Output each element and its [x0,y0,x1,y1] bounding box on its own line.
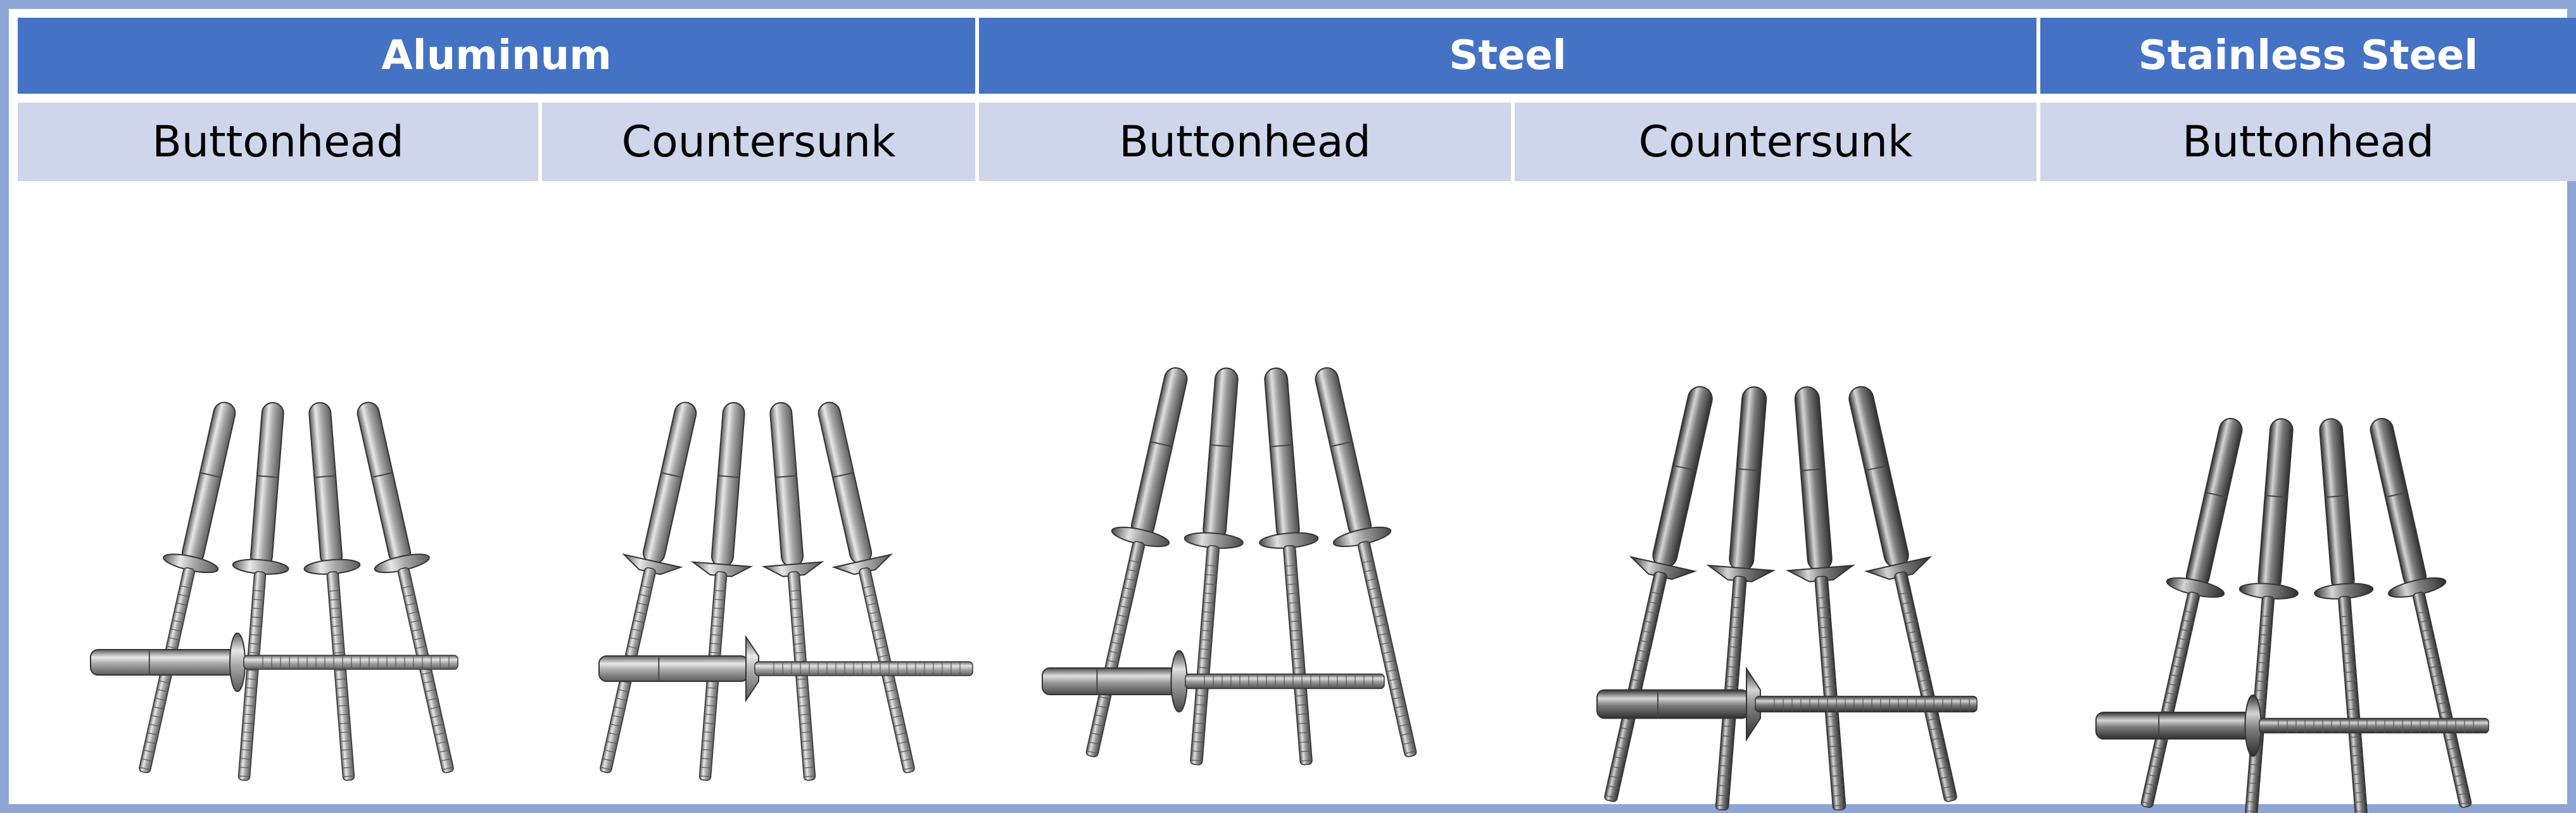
steel-buttonhead-rivets-image [979,181,1511,813]
rivet-fan-item [1706,386,1776,810]
column-divider [975,18,979,94]
rivet-fan-item [1785,386,1855,810]
type-label: Buttonhead [2182,117,2434,167]
rivet-illustration [598,401,973,781]
column-divider [538,103,542,181]
column-divider [1511,103,1515,181]
rivet-fan-item [139,401,236,774]
rivet-fan-item [600,401,697,774]
type-header-steel-buttonhead: Buttonhead [979,103,1511,181]
rivet-fan-item [2370,418,2472,808]
rivet-fan-item [357,401,454,774]
aluminum-buttonhead-rivets-image [18,181,538,813]
steel-countersunk-rivets-image [1515,181,2036,813]
type-label: Buttonhead [1119,117,1371,167]
column-divider [2036,103,2040,181]
rivet-fan-item [690,401,754,781]
material-label: Aluminum [381,32,612,79]
column-divider [2036,18,2040,94]
rivet-illustration [90,401,458,781]
rivet-fan-item [761,401,824,781]
rivet-photos-row [18,181,2576,813]
rivet-illustration [1042,367,1417,766]
column-divider [975,103,979,181]
type-header-steel-countersunk: Countersunk [1515,103,2036,181]
rivet-illustration [1596,386,1978,810]
rivet-fan-item [2238,418,2299,813]
rivet-fan-item [2140,418,2243,808]
type-header-stainless-buttonhead: Buttonhead [2040,103,2576,181]
material-header-row: Aluminum Steel Stainless Steel [18,18,2576,94]
type-label: Countersunk [1638,117,1913,167]
rivet-fan-item [232,401,289,781]
rivet-fan-item [818,401,915,774]
rivet-fan-item [2314,418,2374,813]
type-label: Countersunk [621,117,896,167]
rivet-fan-item [1315,367,1417,757]
rivet-illustration [2095,418,2489,813]
material-header-aluminum: Aluminum [18,18,975,94]
row-divider [18,94,2576,103]
rivet-fan-item [1848,386,1957,802]
material-label: Stainless Steel [2138,32,2478,79]
rivet-fan-item [1604,386,1713,802]
type-header-aluminum-buttonhead: Buttonhead [18,103,538,181]
rivet-fan-item [303,401,361,781]
material-header-steel: Steel [979,18,2036,94]
type-header-aluminum-countersunk: Countersunk [542,103,975,181]
rivet-fan-item [1259,367,1319,766]
type-label: Buttonhead [152,117,404,167]
material-label: Steel [1449,32,1567,79]
stainless-steel-buttonhead-rivets-image [2040,181,2576,813]
material-header-stainless-steel: Stainless Steel [2040,18,2576,94]
aluminum-countersunk-rivets-image [542,181,975,813]
type-header-row: Buttonhead Countersunk Buttonhead Counte… [18,103,2576,181]
